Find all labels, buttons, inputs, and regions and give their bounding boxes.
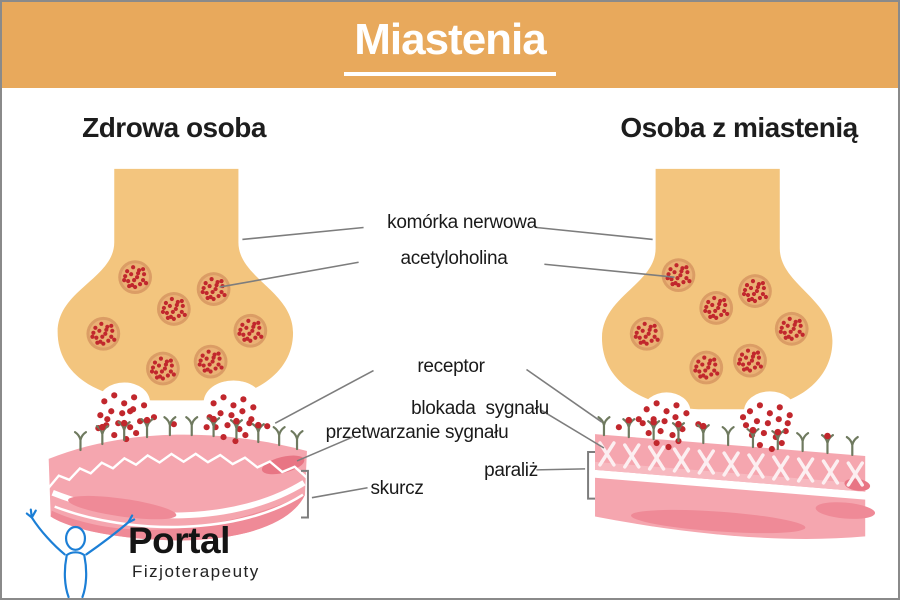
bound-acetylcholine-dot	[255, 421, 262, 429]
synaptic-vesicle	[118, 260, 152, 295]
bound-acetylcholine-dot	[650, 418, 657, 426]
blocked-signal-x-mark	[846, 461, 864, 487]
synaptic-vesicle	[661, 258, 696, 293]
page-title: Miastenia	[344, 15, 556, 76]
synaptic-vesicle	[699, 291, 734, 325]
label-signal-block: blokada sygnału	[411, 398, 549, 419]
receptor-icon	[845, 435, 859, 457]
synaptic-vesicle	[733, 343, 767, 378]
nerve-cell-pointer-left	[242, 226, 364, 241]
right-acetylcholine-dots	[615, 400, 793, 453]
synaptic-vesicle	[156, 292, 191, 326]
synaptic-vesicle	[689, 350, 724, 385]
left-synaptic-vesicles	[86, 260, 268, 386]
bound-acetylcholine-dot	[233, 417, 240, 425]
bound-acetylcholine-dot	[210, 415, 217, 423]
label-signal-processing: przetwarzanie sygnału	[325, 422, 509, 443]
synaptic-vesicle	[774, 311, 809, 346]
paralysis-pointer	[536, 468, 586, 471]
paralysis-bracket	[587, 450, 596, 500]
label-receptor: receptor	[417, 356, 485, 377]
blocked-signal-x-mark	[796, 457, 815, 483]
receptor-pointer-right	[526, 368, 603, 423]
label-paralysis: paraliż	[484, 460, 538, 481]
synaptic-vesicle	[86, 316, 121, 351]
synaptic-vesicle	[193, 344, 228, 379]
label-contraction: skurcz	[370, 478, 424, 499]
synaptic-vesicle	[629, 316, 664, 351]
synaptic-vesicle	[196, 272, 231, 306]
bound-acetylcholine-dot	[99, 423, 106, 431]
blocked-signal-marks	[598, 441, 864, 487]
logo-title: Portal	[128, 520, 230, 561]
nerve-cell-pointer-right	[536, 226, 653, 241]
logo-subtitle: Fizjoterapeuty	[132, 562, 260, 581]
right-receptor-row	[597, 416, 859, 457]
receptor-pointer-left	[274, 369, 374, 424]
bound-acetylcholine-dot	[120, 419, 128, 427]
receptor-icon	[721, 426, 735, 447]
receptor-icon	[163, 416, 177, 437]
blocked-signal-x-mark	[623, 443, 641, 469]
bound-acetylcholine-dot	[749, 426, 757, 434]
blocked-signal-x-mark	[772, 455, 790, 481]
bound-acetylcholine-dot	[143, 416, 151, 424]
synaptic-vesicle	[233, 313, 268, 348]
label-acetylcholine: acetyloholina	[400, 248, 508, 269]
bound-acetylcholine-dot	[625, 416, 633, 424]
contraction-pointer	[311, 486, 368, 499]
receptor-icon	[73, 431, 88, 452]
right-synaptic-vesicles	[629, 258, 809, 385]
blocked-signal-x-mark	[747, 453, 765, 479]
receptor-icon	[796, 432, 810, 453]
bound-acetylcholine-dot	[675, 420, 682, 428]
receptor-icon	[272, 426, 286, 447]
left-muscle-contracted	[48, 434, 307, 541]
header-banner: Miastenia	[2, 2, 898, 88]
logo-figure-icon	[25, 508, 136, 598]
label-nerve-cell: komórka nerwowa	[387, 212, 537, 233]
blocked-signal-x-mark	[697, 449, 715, 475]
contraction-bracket	[301, 469, 309, 519]
synaptic-vesicle	[146, 351, 180, 386]
acetylcholine-pointer-right	[544, 263, 675, 278]
synaptic-vesicle	[738, 274, 772, 308]
signal-processing-pointer	[296, 436, 353, 462]
receptor-icon	[290, 430, 304, 451]
left-panel-title: Zdrowa osoba	[82, 112, 266, 143]
blocked-signal-x-mark	[672, 447, 691, 473]
bound-acetylcholine-dot	[824, 432, 831, 440]
signal-zigzag	[47, 452, 308, 489]
receptor-icon	[597, 416, 611, 437]
receptor-icon	[185, 416, 199, 437]
signal-block-pointer	[540, 409, 605, 449]
blocked-signal-x-mark	[647, 445, 666, 471]
blocked-signal-x-mark	[821, 459, 840, 485]
annotation-lines	[219, 226, 675, 519]
blocked-signal-x-mark	[722, 451, 740, 477]
bound-acetylcholine-dot	[774, 428, 782, 436]
acetylcholine-pointer-left	[219, 261, 359, 288]
bound-acetylcholine-dot	[700, 422, 707, 430]
right-panel-title: Osoba z miastenią	[620, 112, 858, 143]
left-receptor-row	[73, 415, 304, 452]
